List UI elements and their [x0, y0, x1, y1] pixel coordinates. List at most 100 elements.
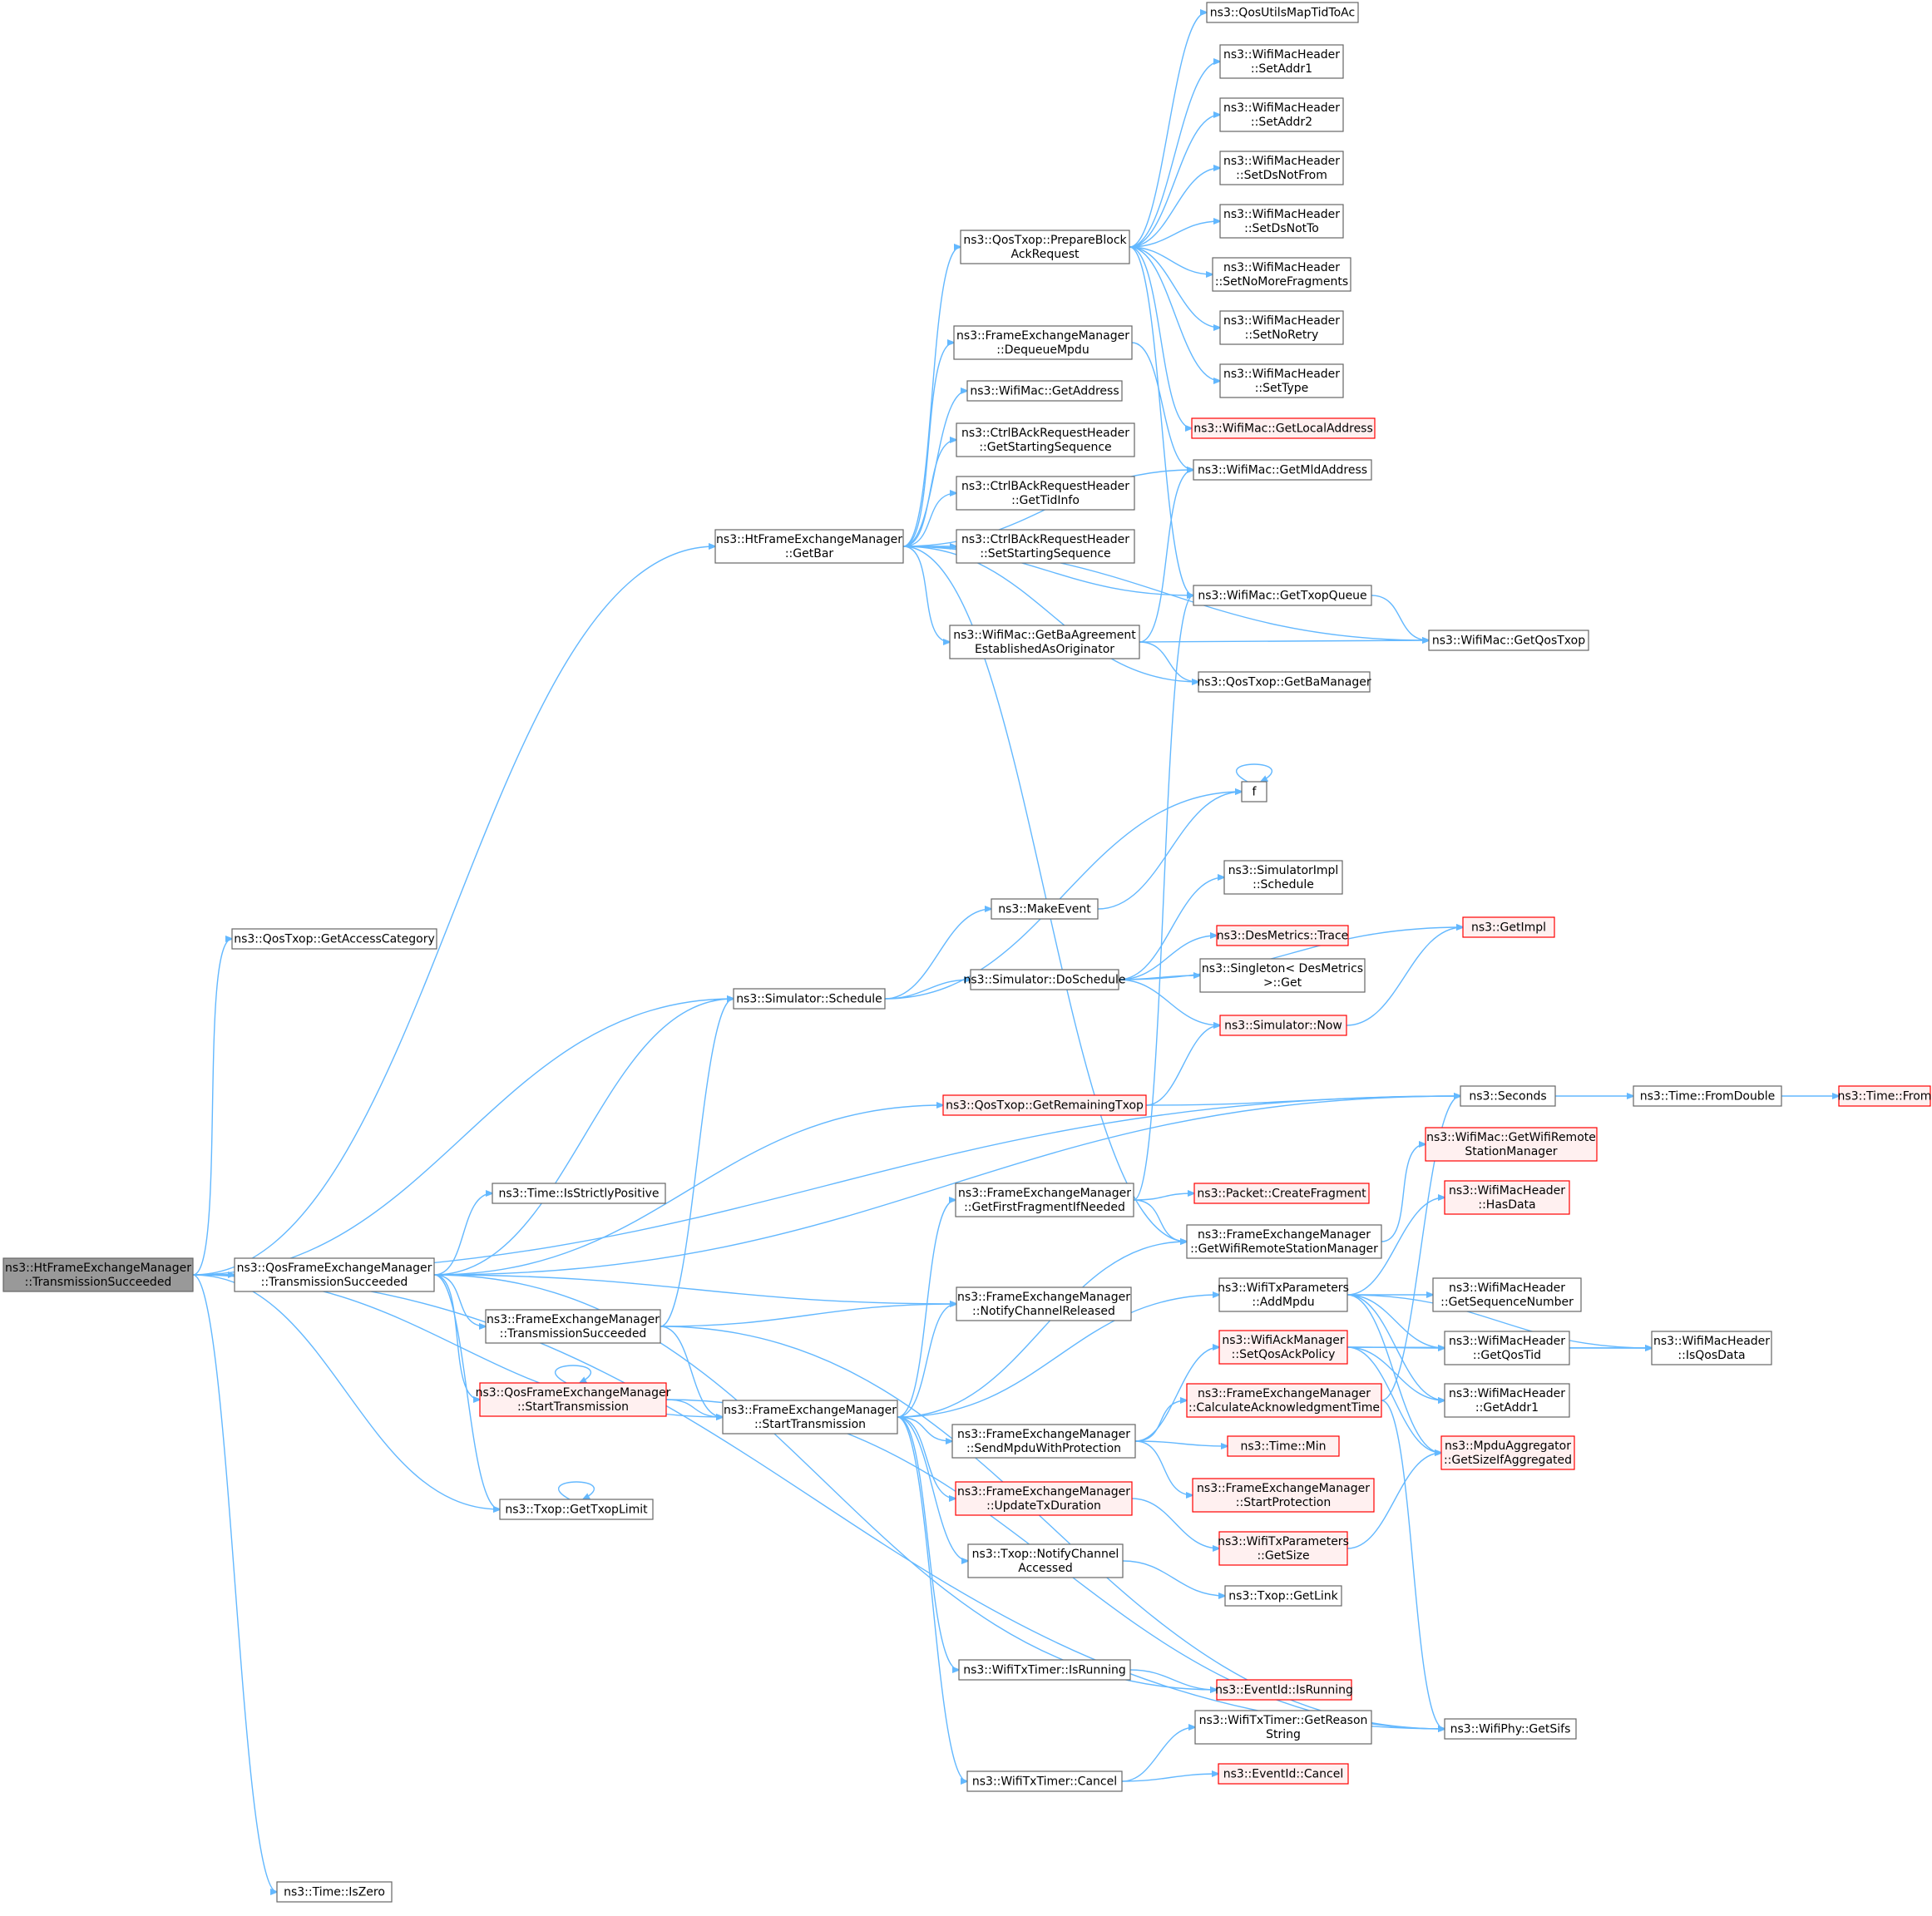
node-box	[1218, 1277, 1348, 1312]
node-getFirstFragment[interactable]: ns3::FrameExchangeManager::GetFirstFragm…	[955, 1183, 1134, 1217]
node-root[interactable]: ns3::HtFrameExchangeManager::Transmissio…	[2, 1257, 194, 1292]
node-box	[966, 380, 1123, 402]
node-getMldAddress[interactable]: ns3::WifiMac::GetMldAddress	[1193, 459, 1372, 481]
node-txTimerIsRunning[interactable]: ns3::WifiTxTimer::IsRunning	[958, 1659, 1131, 1681]
node-simImplSchedule[interactable]: ns3::SimulatorImpl::Schedule	[1223, 860, 1343, 895]
node-label: ns3::QosTxop::GetAccessCategory	[234, 933, 435, 946]
node-getTxopLimit[interactable]: ns3::Txop::GetTxopLimit	[499, 1499, 654, 1520]
node-seconds[interactable]: ns3::Seconds	[1460, 1085, 1556, 1107]
node-txopGetLink[interactable]: ns3::Txop::GetLink	[1224, 1585, 1342, 1607]
node-label: ns3::SimulatorImpl	[1228, 864, 1339, 877]
node-isQosData[interactable]: ns3::WifiMacHeader::IsQosData	[1651, 1331, 1772, 1365]
node-doSchedule[interactable]: ns3::Simulator::DoSchedule	[964, 969, 1126, 990]
node-eventIdIsRunning[interactable]: ns3::EventId::IsRunning	[1215, 1679, 1353, 1701]
node-f[interactable]: f	[1241, 781, 1267, 802]
edge-getBar-to-dequeueMpdu	[902, 343, 954, 547]
node-box	[1216, 1679, 1352, 1701]
node-sendMpduWithProtection[interactable]: ns3::FrameExchangeManager::SendMpduWithP…	[951, 1424, 1136, 1459]
node-getAddr1[interactable]: ns3::WifiMacHeader::GetAddr1	[1444, 1383, 1570, 1418]
node-setDsNotFrom[interactable]: ns3::WifiMacHeader::SetDsNotFrom	[1219, 151, 1344, 185]
node-label: ::GetSequenceNumber	[1440, 1296, 1574, 1309]
node-label: ns3::Seconds	[1469, 1090, 1546, 1104]
node-getSequenceNumber[interactable]: ns3::WifiMacHeader::GetSequenceNumber	[1432, 1277, 1582, 1312]
node-simSchedule[interactable]: ns3::Simulator::Schedule	[733, 988, 886, 1010]
node-calcAckTime[interactable]: ns3::FrameExchangeManager::CalculateAckn…	[1186, 1383, 1382, 1418]
node-singletonGet[interactable]: ns3::Singleton< DesMetrics>::Get	[1199, 958, 1366, 993]
node-macGetAddress[interactable]: ns3::WifiMac::GetAddress	[966, 380, 1123, 402]
node-getQosTxop[interactable]: ns3::WifiMac::GetQosTxop	[1428, 630, 1589, 651]
node-eventIdCancel[interactable]: ns3::EventId::Cancel	[1218, 1763, 1349, 1785]
node-getAccessCategory[interactable]: ns3::QosTxop::GetAccessCategory	[231, 928, 437, 950]
node-box	[1219, 363, 1344, 398]
node-box	[479, 1382, 667, 1417]
node-box	[1206, 2, 1359, 23]
node-timeIsZero[interactable]: ns3::Time::IsZero	[276, 1881, 393, 1903]
node-getQosTid[interactable]: ns3::WifiMacHeader::GetQosTid	[1444, 1331, 1570, 1365]
node-label: ns3::QosFrameExchangeManager	[237, 1262, 432, 1275]
node-label: ::SetAddr2	[1251, 116, 1312, 129]
node-box	[949, 625, 1140, 659]
node-getTidInfo[interactable]: ns3::CtrlBAckRequestHeader::GetTidInfo	[956, 476, 1135, 511]
node-getRemainingTxop[interactable]: ns3::QosTxop::GetRemainingTxop	[942, 1094, 1147, 1116]
node-setAddr1[interactable]: ns3::WifiMacHeader::SetAddr1	[1219, 44, 1344, 79]
node-box	[1651, 1331, 1772, 1365]
node-label: ::GetFirstFragmentIfNeeded	[964, 1201, 1125, 1214]
node-txTimerCancel[interactable]: ns3::WifiTxTimer::Cancel	[966, 1770, 1123, 1792]
edge-sendMpduWithProtection-to-setQosAckPolicy	[1134, 1347, 1219, 1442]
node-getSifs[interactable]: ns3::WifiPhy::GetSifs	[1444, 1718, 1577, 1740]
node-getBar[interactable]: ns3::HtFrameExchangeManager::GetBar	[714, 529, 904, 564]
node-updateTxDuration[interactable]: ns3::FrameExchangeManager::UpdateTxDurat…	[955, 1481, 1133, 1516]
node-qosTransSucc[interactable]: ns3::QosFrameExchangeManager::Transmissi…	[234, 1257, 435, 1292]
node-label: ::TransmissionSucceeded	[25, 1276, 172, 1289]
node-qosUtilsMap[interactable]: ns3::QosUtilsMapTidToAc	[1206, 2, 1359, 23]
node-txParamsGetSize[interactable]: ns3::WifiTxParameters::GetSize	[1218, 1531, 1349, 1566]
node-getBaManager[interactable]: ns3::QosTxop::GetBaManager	[1197, 671, 1371, 693]
node-isStrictlyPositive[interactable]: ns3::Time::IsStrictlyPositive	[492, 1183, 666, 1204]
node-hasData[interactable]: ns3::WifiMacHeader::HasData	[1444, 1180, 1570, 1215]
node-box	[955, 1183, 1134, 1217]
node-getTxopQueue[interactable]: ns3::WifiMac::GetTxopQueue	[1193, 585, 1372, 606]
node-timeFromDouble[interactable]: ns3::Time::FromDouble	[1633, 1085, 1782, 1107]
node-dequeueMpdu[interactable]: ns3::FrameExchangeManager::DequeueMpdu	[953, 325, 1133, 360]
node-qosStartTx[interactable]: ns3::QosFrameExchangeManager::StartTrans…	[476, 1382, 671, 1417]
node-getStartingSeq[interactable]: ns3::CtrlBAckRequestHeader::GetStartingS…	[956, 422, 1135, 457]
edge-femTransSucc-to-femStartTx	[660, 1326, 723, 1417]
node-createFragment[interactable]: ns3::Packet::CreateFragment	[1193, 1183, 1370, 1204]
node-addMpdu[interactable]: ns3::WifiTxParameters::AddMpdu	[1218, 1277, 1349, 1312]
node-getWifiRemoteStationManagerMac[interactable]: ns3::WifiMac::GetWifiRemoteStationManage…	[1425, 1127, 1598, 1162]
node-setDsNotTo[interactable]: ns3::WifiMacHeader::SetDsNotTo	[1219, 204, 1344, 239]
node-setNoMoreFragments[interactable]: ns3::WifiMacHeader::SetNoMoreFragments	[1212, 257, 1351, 292]
node-desMetricsTrace[interactable]: ns3::DesMetrics::Trace	[1216, 925, 1349, 946]
node-box	[960, 230, 1130, 264]
node-label: ::TransmissionSucceeded	[261, 1276, 408, 1289]
node-label: ns3::FrameExchangeManager	[957, 1428, 1130, 1441]
edge-dequeueMpdu-to-getMldAddress	[1131, 342, 1193, 470]
node-getLocalAddress[interactable]: ns3::WifiMac::GetLocalAddress	[1191, 417, 1376, 439]
node-femTransSucc[interactable]: ns3::FrameExchangeManager::TransmissionS…	[485, 1309, 661, 1344]
node-startProtection[interactable]: ns3::FrameExchangeManager::StartProtecti…	[1192, 1478, 1375, 1513]
edge-qosTransSucc-to-isStrictlyPositive	[433, 1193, 492, 1276]
node-getImpl[interactable]: ns3::GetImpl	[1462, 916, 1555, 938]
node-notifyChannelReleased[interactable]: ns3::FrameExchangeManager::NotifyChannel…	[956, 1286, 1132, 1321]
node-timeFrom[interactable]: ns3::Time::From	[1838, 1085, 1932, 1107]
node-setAddr2[interactable]: ns3::WifiMacHeader::SetAddr2	[1219, 97, 1344, 132]
node-simNow[interactable]: ns3::Simulator::Now	[1219, 1015, 1347, 1036]
edge-f-self-loop	[1235, 763, 1273, 782]
node-label: ns3::CtrlBAckRequestHeader	[961, 480, 1129, 493]
node-label: ::GetBar	[785, 547, 834, 560]
node-label: String	[1266, 1728, 1301, 1741]
node-box	[966, 1770, 1123, 1792]
node-femStartTx[interactable]: ns3::FrameExchangeManager::StartTransmis…	[722, 1400, 898, 1435]
node-setQosAckPolicy[interactable]: ns3::WifiAckManager::SetQosAckPolicy	[1218, 1330, 1348, 1365]
node-getWifiRemoteStationManager[interactable]: ns3::FrameExchangeManager::GetWifiRemote…	[1186, 1224, 1382, 1259]
node-setNoRetry[interactable]: ns3::WifiMacHeader::SetNoRetry	[1219, 310, 1344, 345]
node-getBaAgreement[interactable]: ns3::WifiMac::GetBaAgreementEstablishedA…	[949, 625, 1140, 659]
node-getSizeIfAggregated[interactable]: ns3::MpduAggregator::GetSizeIfAggregated	[1440, 1435, 1575, 1470]
node-makeEvent[interactable]: ns3::MakeEvent	[991, 898, 1099, 920]
node-setType[interactable]: ns3::WifiMacHeader::SetType	[1219, 363, 1344, 398]
node-timeMin[interactable]: ns3::Time::Min	[1227, 1435, 1340, 1457]
node-setStartingSeq[interactable]: ns3::CtrlBAckRequestHeader::SetStartingS…	[956, 529, 1135, 564]
